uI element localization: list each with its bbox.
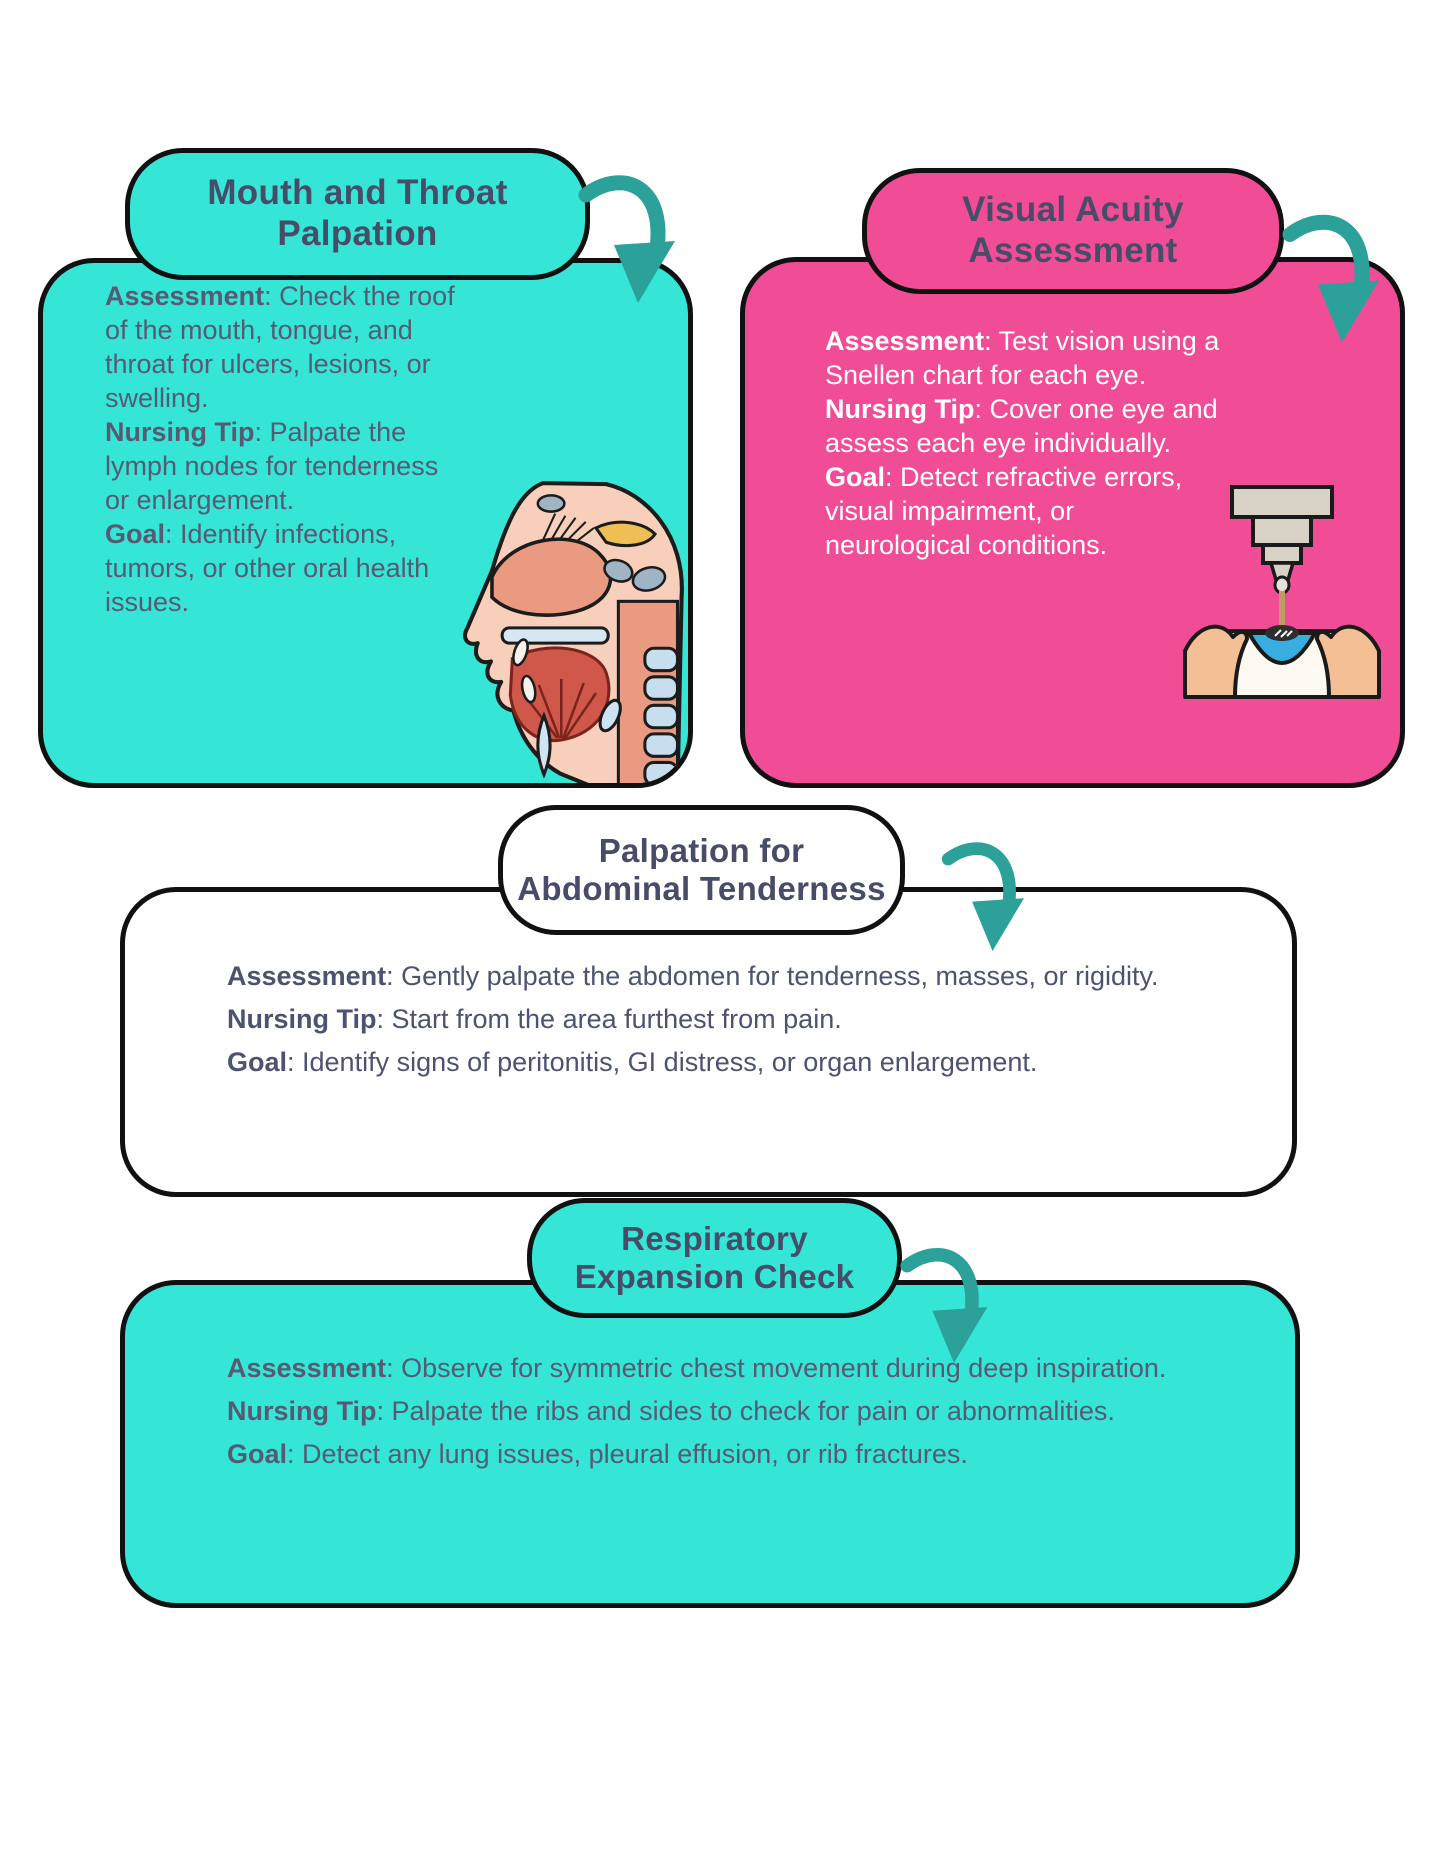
goal-label: Goal: [825, 462, 886, 493]
nursing-tip-label: Nursing Tip: [227, 1004, 377, 1035]
goal-section: Goal: Detect any lung issues, pleural ef…: [227, 1433, 1272, 1476]
title-line: Palpation for: [598, 831, 805, 869]
goal-label: Goal: [105, 519, 166, 550]
title-line: Abdominal Tenderness: [517, 870, 886, 907]
nursing-tip-label: Nursing Tip: [227, 1396, 377, 1427]
goal-section: Goal: Identify signs of peritonitis, GI …: [227, 1041, 1192, 1084]
title-line: Expansion Check: [574, 1258, 855, 1295]
title-line: Palpation: [277, 214, 438, 253]
card-title-mouth-throat-palpation: Mouth and Throat Palpation: [125, 148, 590, 280]
title-line: Mouth and Throat: [207, 173, 508, 213]
nursing-tip-text: : Start from the area furthest from pain…: [376, 1004, 842, 1035]
goal-text: : Identify signs of peritonitis, GI dist…: [287, 1047, 1038, 1078]
assessment-text: : Gently palpate the abdomen for tendern…: [386, 961, 1159, 991]
nursing-tip-text: : Palpate the lymph nodes for tenderness…: [105, 417, 439, 516]
title-line: Assessment: [968, 231, 1178, 270]
assessment-label: Assessment: [227, 1353, 387, 1383]
card-title-visual-acuity-assessment: Visual Acuity Assessment: [862, 168, 1284, 294]
card-body-text: Assessment: Observe for symmetric chest …: [227, 1347, 1272, 1477]
goal-label: Goal: [227, 1439, 288, 1470]
card-body-text: Assessment: Check the roof of the mouth,…: [105, 279, 457, 619]
assessment-label: Assessment: [105, 281, 265, 311]
nursing-tip-section: Nursing Tip: Cover one eye and assess ea…: [825, 392, 1225, 460]
assessment-section: Assessment: Test vision using a Snellen …: [825, 324, 1225, 392]
assessment-section: Assessment: Observe for symmetric chest …: [227, 1347, 1272, 1390]
title-line: Visual Acuity: [962, 190, 1184, 230]
nursing-tip-section: Nursing Tip: Palpate the ribs and sides …: [227, 1390, 1272, 1433]
nursing-tip-label: Nursing Tip: [105, 417, 255, 448]
head-anatomy-illustration: [463, 481, 684, 783]
assessment-label: Assessment: [227, 961, 387, 991]
eye-tonometer-illustration: [1183, 485, 1381, 699]
goal-text: : Detect any lung issues, pleural effusi…: [287, 1439, 968, 1470]
curved-arrow-icon: [1282, 214, 1379, 343]
nursing-tip-label: Nursing Tip: [825, 394, 975, 425]
card-body-text: Assessment: Test vision using a Snellen …: [825, 324, 1225, 562]
curved-arrow-icon: [941, 842, 1025, 952]
card-abdominal-tenderness: Assessment: Gently palpate the abdomen f…: [120, 887, 1297, 1197]
card-mouth-throat-palpation: Assessment: Check the roof of the mouth,…: [38, 258, 693, 788]
assessment-section: Assessment: Check the roof of the mouth,…: [105, 279, 457, 415]
card-body-text: Assessment: Gently palpate the abdomen f…: [227, 955, 1192, 1085]
curved-arrow-icon: [578, 175, 675, 303]
assessment-section: Assessment: Gently palpate the abdomen f…: [227, 955, 1192, 998]
card-visual-acuity-assessment: Assessment: Test vision using a Snellen …: [740, 257, 1405, 788]
assessment-text: : Test vision using a Snellen chart for …: [825, 326, 1220, 391]
goal-label: Goal: [227, 1047, 288, 1078]
card-title-respiratory-expansion: Respiratory Expansion Check: [527, 1198, 902, 1318]
goal-section: Goal: Identify infections, tumors, or ot…: [105, 517, 457, 619]
nursing-tip-section: Nursing Tip: Palpate the lymph nodes for…: [105, 415, 457, 517]
assessment-text: : Observe for symmetric chest movement d…: [386, 1353, 1167, 1383]
card-title-abdominal-tenderness: Palpation for Abdominal Tenderness: [498, 805, 905, 935]
nursing-tip-text: : Cover one eye and assess each eye indi…: [825, 394, 1218, 459]
assessment-label: Assessment: [825, 326, 985, 356]
title-line: Respiratory: [621, 1219, 808, 1257]
curved-arrow-icon: [900, 1248, 988, 1363]
nursing-tip-text: : Palpate the ribs and sides to check fo…: [376, 1396, 1115, 1427]
nursing-tip-section: Nursing Tip: Start from the area furthes…: [227, 998, 1192, 1041]
goal-text: : Identify infections, tumors, or other …: [105, 519, 430, 618]
goal-section: Goal: Detect refractive errors, visual i…: [825, 460, 1225, 562]
goal-text: : Detect refractive errors, visual impai…: [825, 462, 1183, 561]
card-respiratory-expansion: Assessment: Observe for symmetric chest …: [120, 1280, 1300, 1608]
assessment-text: : Check the roof of the mouth, tongue, a…: [105, 281, 455, 414]
